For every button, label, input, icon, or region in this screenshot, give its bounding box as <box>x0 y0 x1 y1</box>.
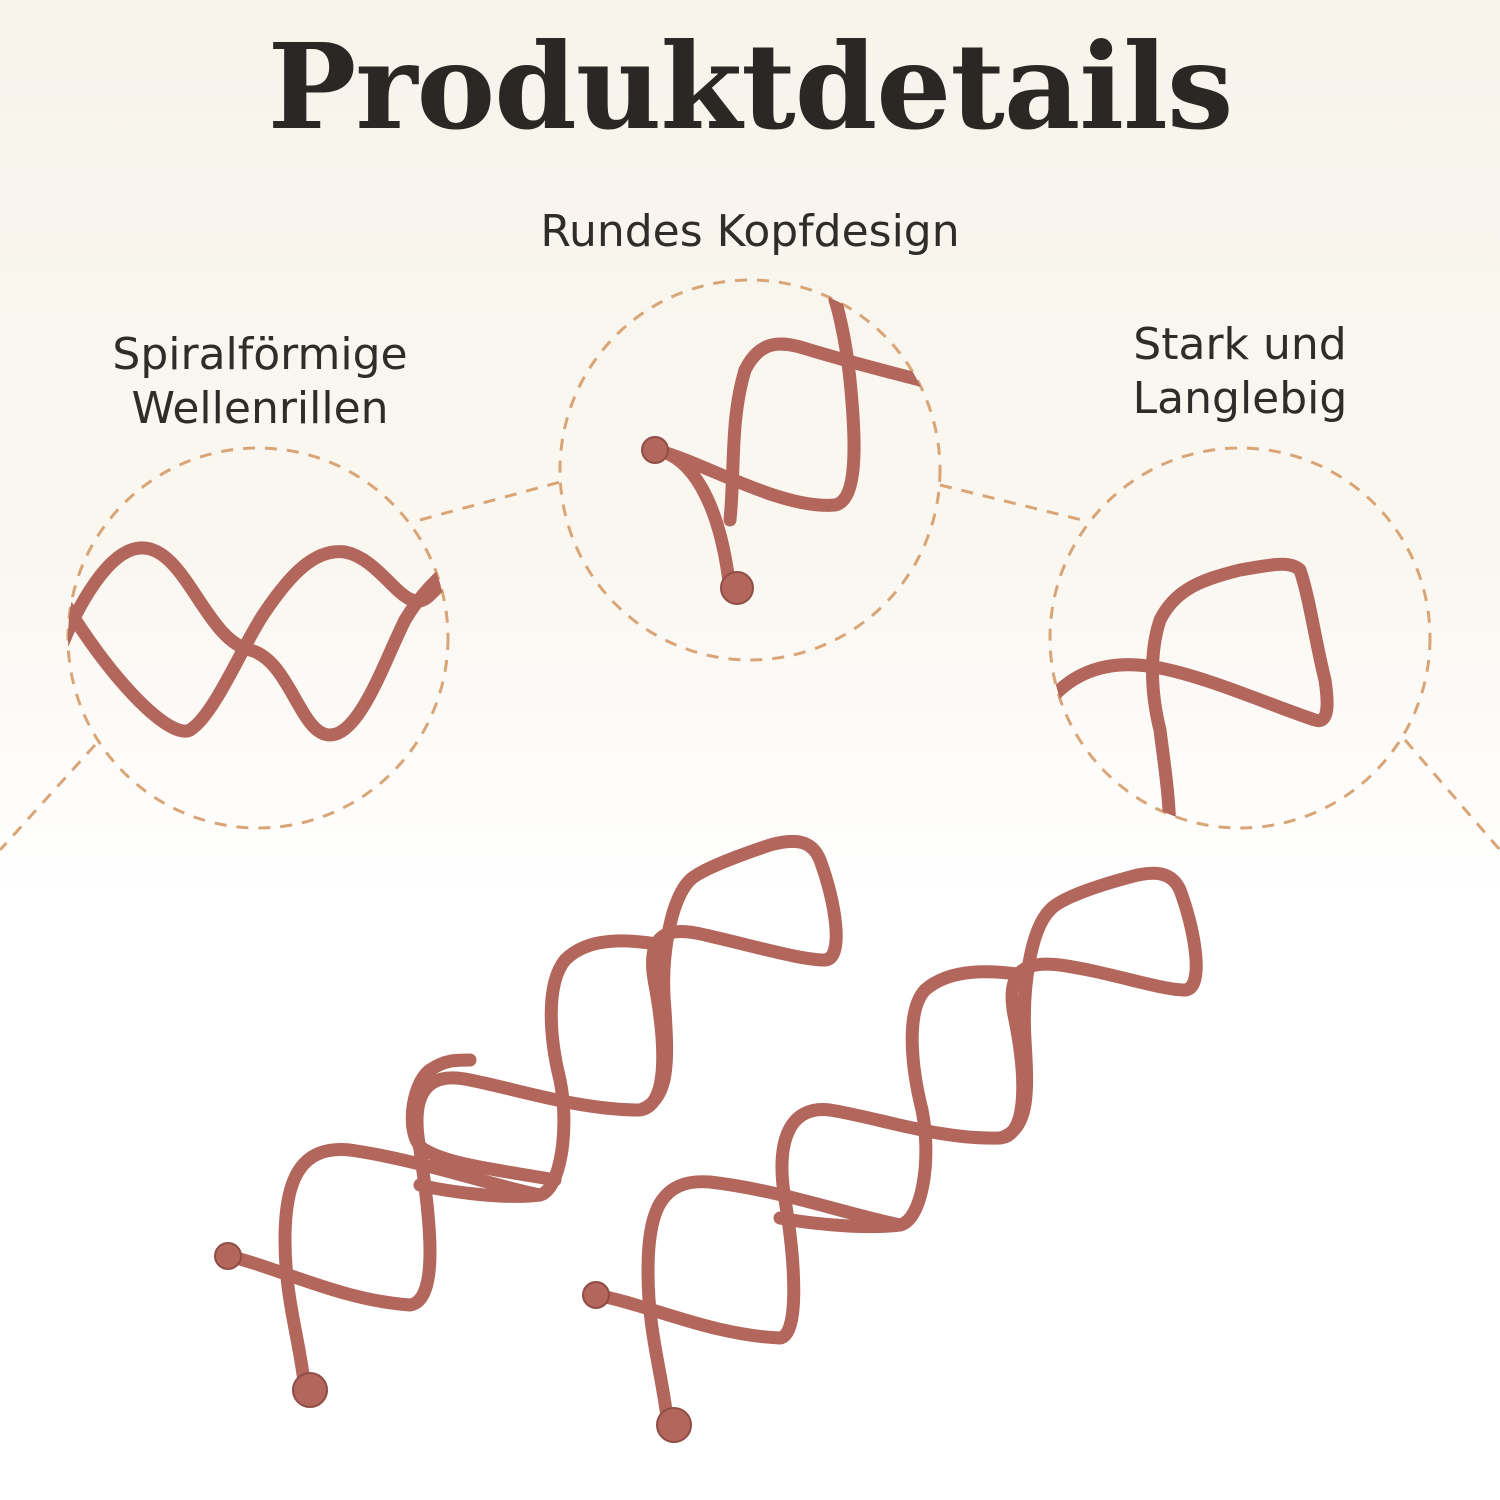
zoom-wave-grooves <box>68 541 448 742</box>
feature-label-strong-durable: Stark und Langlebig <box>1132 319 1348 424</box>
zoom-strong-tip <box>1050 557 1334 828</box>
connector-top-right <box>939 483 1083 522</box>
spiral-hairpin-2 <box>582 866 1203 1443</box>
spiral-hairpin-1 <box>214 834 843 1408</box>
connector-left-top <box>419 480 561 522</box>
zoom-round-head <box>641 293 940 605</box>
feature-label-round-head: Rundes Kopfdesign <box>540 206 960 257</box>
page-title: Produktdetails <box>267 17 1234 156</box>
detail-circle-right <box>1048 446 1432 830</box>
feature-label-wave-grooves: Spiralförmige Wellenrillen <box>112 329 408 434</box>
dashed-connectors <box>0 480 1500 852</box>
detail-circle-top <box>558 278 942 662</box>
connector-right-outer <box>1403 739 1500 851</box>
connector-left-outer <box>0 743 97 852</box>
